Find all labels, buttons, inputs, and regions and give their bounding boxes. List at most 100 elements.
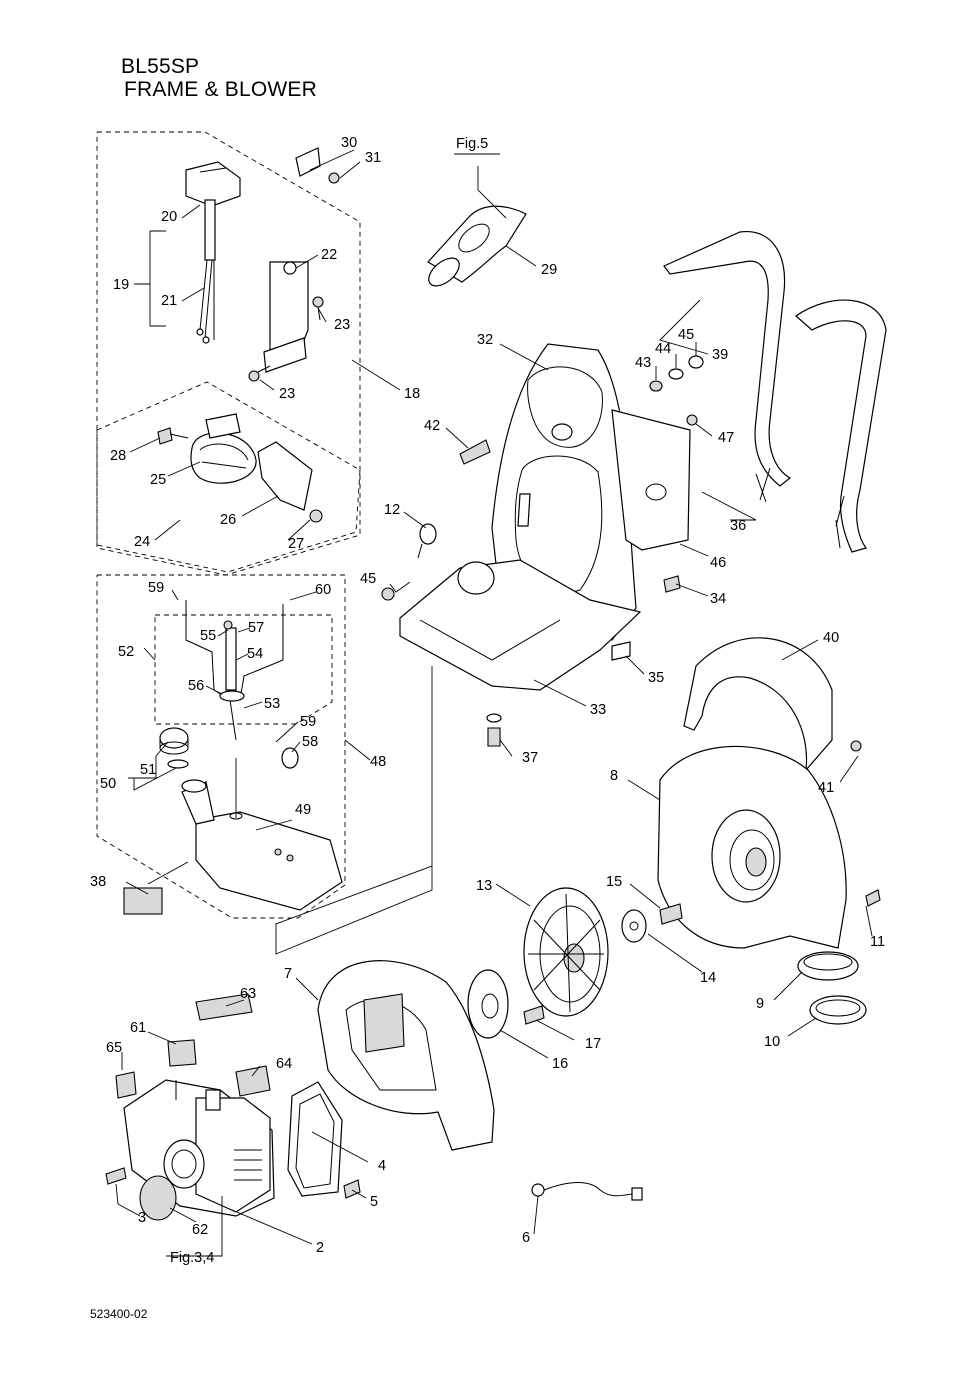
group-outline-24: [96, 381, 361, 573]
bolt-17: [523, 1005, 545, 1025]
ring-9: [797, 951, 859, 981]
fuel-tank-49: [181, 779, 343, 911]
impeller-13: [523, 887, 609, 1017]
label-38: [123, 887, 163, 915]
callout-39: 39: [712, 347, 728, 363]
callout-17: 17: [585, 1036, 601, 1052]
screw-23-bottom: [248, 365, 271, 382]
callout-33: 33: [590, 702, 606, 718]
plate-16: [467, 969, 509, 1039]
callout-49: 49: [295, 802, 311, 818]
screw-11: [865, 889, 881, 907]
callout-9: 9: [756, 996, 764, 1012]
callout-65: 65: [106, 1040, 122, 1056]
harness-39: [663, 230, 887, 553]
plate-14: [621, 909, 647, 943]
callout-63: 63: [240, 986, 256, 1002]
callout-23-top: 23: [334, 317, 350, 333]
label-62: [139, 1175, 177, 1221]
bolt-34: [663, 575, 681, 593]
callout-32: 32: [477, 332, 493, 348]
callout-13: 13: [476, 878, 492, 894]
document-number: 523400-02: [90, 1307, 148, 1321]
callout-48: 48: [370, 754, 386, 770]
clamp-30-31: [295, 147, 340, 184]
callout-53: 53: [264, 696, 280, 712]
filter-58: [281, 747, 299, 769]
callout-35: 35: [648, 670, 664, 686]
blower-housing-8: [657, 745, 847, 949]
fitting-42: [459, 439, 491, 465]
callout-36: 36: [730, 518, 746, 534]
ignition-lead-6: [531, 1182, 643, 1201]
callout-16: 16: [552, 1056, 568, 1072]
bolt-37: [486, 713, 502, 747]
label-64: [235, 1065, 271, 1097]
engine-figure-ref: Fig.3,4: [170, 1250, 214, 1266]
callout-31: 31: [365, 150, 381, 166]
callout-64: 64: [276, 1056, 292, 1072]
callout-4: 4: [378, 1158, 386, 1174]
blower-cover-40: [683, 637, 833, 772]
callout-37: 37: [522, 750, 538, 766]
callout-51: 51: [140, 762, 156, 778]
screw-47: [686, 414, 698, 426]
callout-19: 19: [113, 277, 129, 293]
label-65: [115, 1071, 137, 1099]
callout-47: 47: [718, 430, 734, 446]
callout-43: 43: [635, 355, 651, 371]
screw-23-top: [312, 296, 324, 321]
group-outline-18: [96, 131, 361, 576]
gasket-4: [287, 1081, 343, 1197]
callout-41: 41: [818, 780, 834, 796]
callout-20: 20: [161, 209, 177, 225]
washer-set-43-45: [649, 355, 704, 392]
callout-27: 27: [288, 536, 304, 552]
callout-11: 11: [870, 934, 885, 950]
callout-23-bottom: 23: [279, 386, 295, 402]
callout-46: 46: [710, 555, 726, 571]
nut-27: [309, 509, 323, 523]
callout-52: 52: [118, 644, 134, 660]
callout-59-upper: 59: [148, 580, 164, 596]
callout-30: 30: [341, 135, 357, 151]
callout-24: 24: [134, 534, 150, 550]
screw-3: [105, 1167, 127, 1185]
callout-40: 40: [823, 630, 839, 646]
label-61: [167, 1039, 197, 1067]
ring-10: [809, 995, 867, 1025]
callout-45-left: 45: [360, 571, 376, 587]
bolt-28: [157, 427, 189, 445]
group-outline-52: [154, 614, 333, 725]
callout-8: 8: [610, 768, 618, 784]
clip-35: [611, 641, 631, 661]
screw-5: [343, 1179, 361, 1199]
label-63: [195, 993, 253, 1021]
grip-cover-26: [257, 441, 313, 511]
callout-28: 28: [110, 448, 126, 464]
stop-switch: [185, 161, 241, 344]
callout-50: 50: [100, 776, 116, 792]
callout-22: 22: [321, 247, 337, 263]
section-title: FRAME & BLOWER: [124, 78, 317, 101]
fuel-cap-50: [159, 727, 189, 769]
screw-41: [850, 740, 862, 752]
callout-6: 6: [522, 1230, 530, 1246]
callout-57: 57: [248, 620, 264, 636]
callout-55: 55: [200, 628, 216, 644]
callout-61: 61: [130, 1020, 146, 1036]
callout-45-top: 45: [678, 327, 694, 343]
leader-lines: [115, 149, 873, 1257]
callout-38: 38: [90, 874, 106, 890]
nut-45-left: [381, 587, 395, 601]
callout-44: 44: [655, 341, 671, 357]
callout-59-lower: 59: [300, 714, 316, 730]
frame-base-33: [399, 559, 642, 691]
frame-plate-46: [611, 409, 691, 551]
callout-26: 26: [220, 512, 236, 528]
hose-29: [427, 205, 527, 287]
bolt-15: [659, 903, 683, 925]
callout-2: 2: [316, 1240, 324, 1256]
grip-25: [190, 413, 257, 484]
